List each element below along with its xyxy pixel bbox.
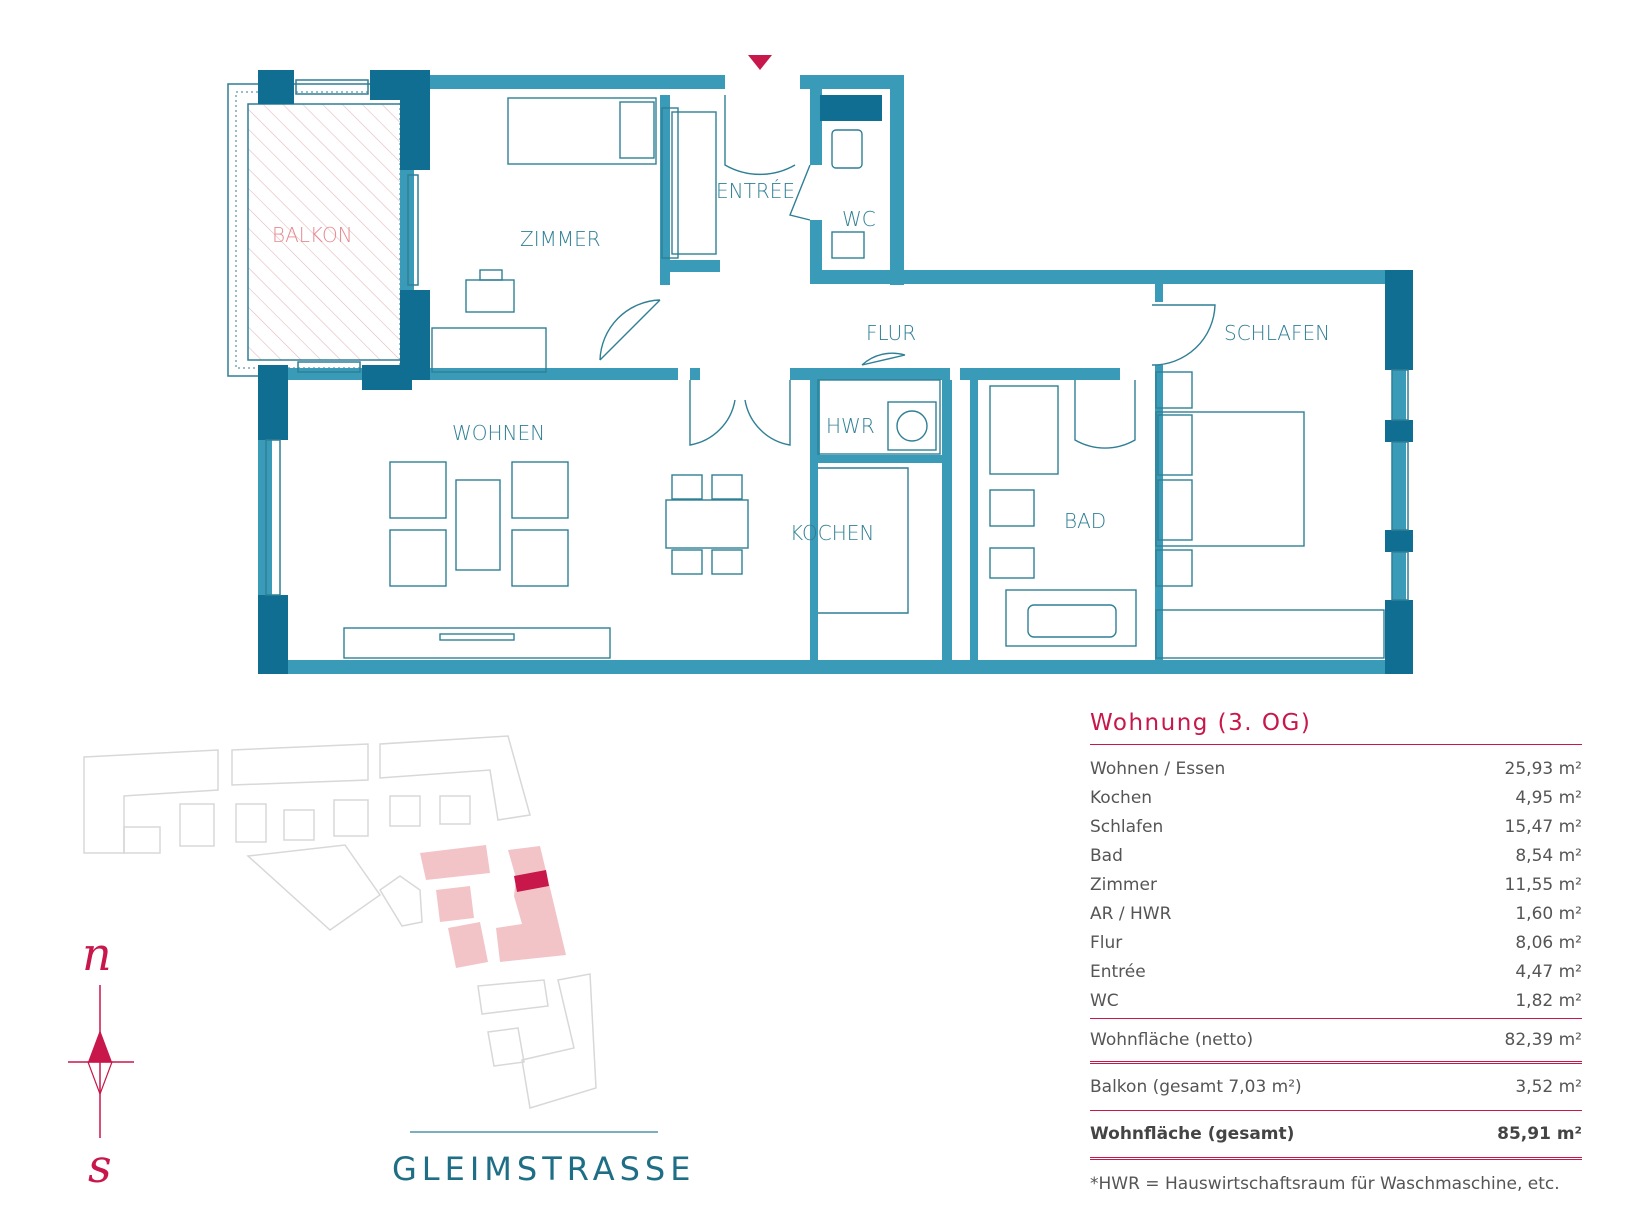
- room-label-hwr: HWR: [826, 414, 875, 438]
- room-label-zimmer: ZIMMER: [520, 227, 601, 251]
- compass-south-label: s: [88, 1139, 112, 1193]
- site-plan-highlight: [420, 845, 566, 968]
- room-label-flur: FLUR: [866, 321, 916, 345]
- apartment-location-marker: [514, 870, 549, 892]
- site-plan: [83, 735, 597, 1109]
- net-area-row: Wohnfläche (netto)82,39 m²: [1090, 1018, 1582, 1064]
- entrance-marker: [748, 55, 772, 70]
- windows: [265, 79, 1409, 601]
- columns: [258, 70, 1413, 674]
- balcony-area-row: Balkon (gesamt 7,03 m²)3,52 m²: [1090, 1064, 1582, 1111]
- total-area-row: Wohnfläche (gesamt)85,91 m²: [1090, 1111, 1582, 1160]
- room-label-kochen: KOCHEN: [790, 521, 874, 545]
- room-label-wohnen: WOHNEN: [452, 421, 545, 445]
- furniture: [343, 97, 1385, 659]
- compass-north-label: n: [82, 927, 112, 981]
- balcony: [227, 83, 409, 377]
- door-swings: [599, 95, 1216, 449]
- room-label-schlafen: SCHLAFEN: [1224, 321, 1330, 345]
- compass: n s: [68, 927, 134, 1193]
- area-table-title: Wohnung (3. OG): [1090, 710, 1582, 745]
- room-label-wc: WC: [842, 207, 876, 231]
- compass-arrow-icon: [88, 1030, 112, 1062]
- street-name: GLEIMSTRASSE: [392, 1150, 695, 1188]
- room-label-entree: ENTRÉE: [716, 179, 795, 203]
- room-label-bad: BAD: [1064, 509, 1106, 533]
- room-label-balkon: BALKON: [272, 223, 353, 247]
- footnote: *HWR = Hauswirtschaftsraum für Waschmasc…: [1090, 1174, 1560, 1194]
